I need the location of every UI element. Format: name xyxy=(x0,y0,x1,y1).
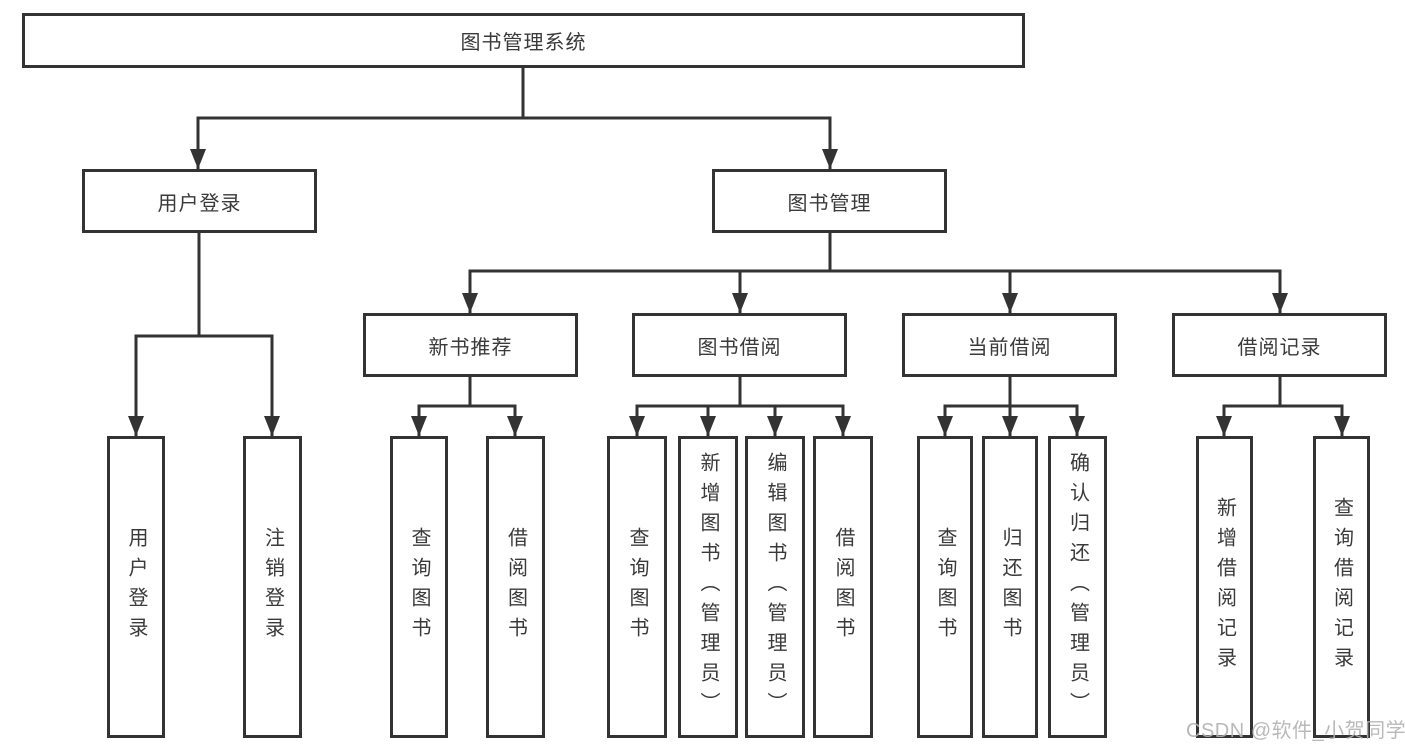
leaf-cb-confirm-return-admin-label: 确认归还（管理员） xyxy=(1066,452,1089,722)
leaf-user-login-label: 用户登录 xyxy=(125,527,147,647)
leaf-br-add-record: 新增借阅记录 xyxy=(1196,436,1253,738)
node-root-label: 图书管理系统 xyxy=(460,32,587,54)
leaf-bb-add-books-admin-label: 新增图书（管理员） xyxy=(697,452,719,722)
leaf-cb-return-books-label: 归还图书 xyxy=(999,527,1021,647)
node-borrow-records: 借阅记录 xyxy=(1172,313,1387,377)
leaf-nb-borrow-books: 借阅图书 xyxy=(486,436,545,738)
leaf-logout-label: 注销登录 xyxy=(261,527,284,647)
leaf-cb-query-books-label: 查询图书 xyxy=(934,527,956,647)
leaf-bb-edit-books-admin-label: 编辑图书（管理员） xyxy=(764,452,786,722)
node-root: 图书管理系统 xyxy=(22,13,1025,68)
node-user-login: 用户登录 xyxy=(82,169,317,233)
leaf-bb-query-books-label: 查询图书 xyxy=(626,527,648,647)
leaf-nb-borrow-books-label: 借阅图书 xyxy=(504,527,527,647)
leaf-cb-confirm-return-admin: 确认归还（管理员） xyxy=(1048,436,1107,738)
leaf-cb-return-books: 归还图书 xyxy=(982,436,1038,738)
node-book-borrow-label: 图书借阅 xyxy=(697,336,782,359)
node-current-borrow: 当前借阅 xyxy=(902,313,1117,377)
leaf-cb-query-books: 查询图书 xyxy=(917,436,973,738)
node-book-borrow: 图书借阅 xyxy=(632,313,847,377)
node-book-management-label: 图书管理 xyxy=(787,192,872,215)
node-new-book-recommend-label: 新书推荐 xyxy=(428,336,513,359)
node-user-login-label: 用户登录 xyxy=(157,192,242,215)
leaf-br-add-record-label: 新增借阅记录 xyxy=(1213,497,1236,677)
node-book-management: 图书管理 xyxy=(712,169,947,233)
leaf-nb-query-books-label: 查询图书 xyxy=(408,527,430,647)
leaf-bb-add-books-admin: 新增图书（管理员） xyxy=(678,436,738,738)
leaf-nb-query-books: 查询图书 xyxy=(390,436,448,738)
leaf-bb-borrow-books: 借阅图书 xyxy=(813,436,873,738)
leaf-br-query-record-label: 查询借阅记录 xyxy=(1330,497,1353,677)
leaf-bb-query-books: 查询图书 xyxy=(607,436,667,738)
leaf-bb-edit-books-admin: 编辑图书（管理员） xyxy=(745,436,805,738)
leaf-user-login: 用户登录 xyxy=(107,436,165,738)
leaf-bb-borrow-books-label: 借阅图书 xyxy=(832,527,854,647)
node-new-book-recommend: 新书推荐 xyxy=(363,313,578,377)
node-current-borrow-label: 当前借阅 xyxy=(967,336,1052,359)
leaf-br-query-record: 查询借阅记录 xyxy=(1313,436,1370,738)
node-borrow-records-label: 借阅记录 xyxy=(1237,336,1322,359)
leaf-logout: 注销登录 xyxy=(243,436,302,738)
csdn-watermark: CSDN @软件_小贺同学 xyxy=(1186,720,1405,742)
